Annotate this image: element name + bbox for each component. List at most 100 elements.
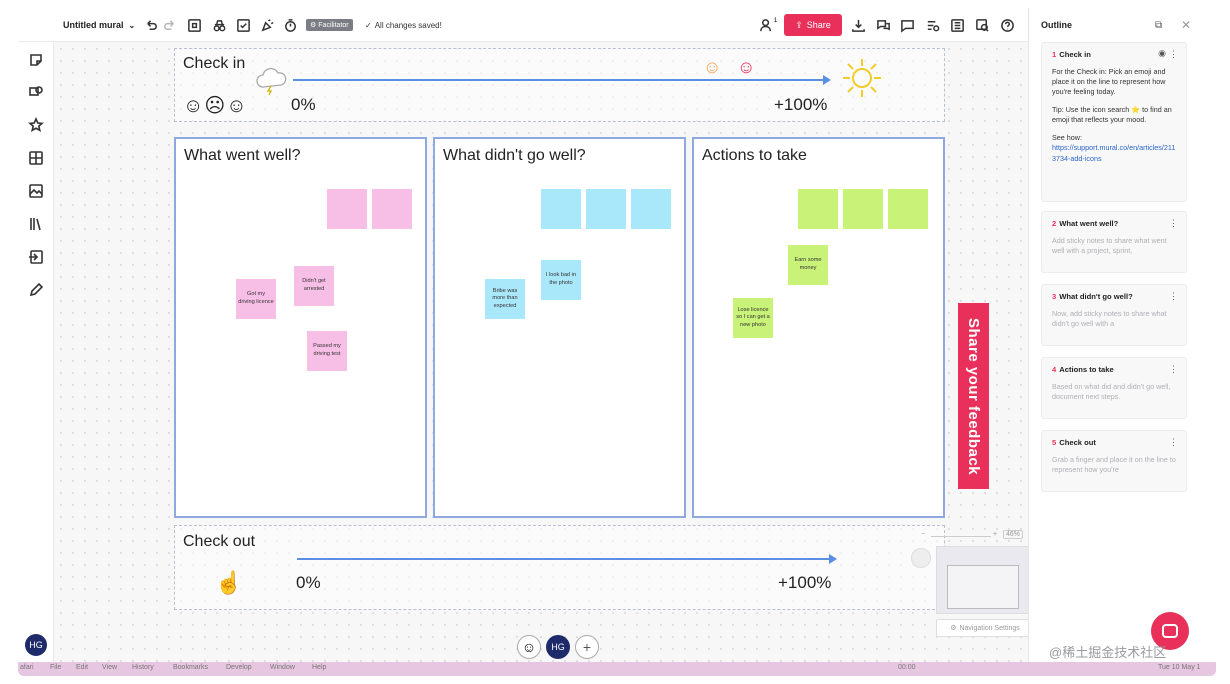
emoji-options-icon[interactable]: ☺☹☺ [183, 95, 248, 117]
os-menu-item[interactable]: View [102, 664, 118, 671]
activity-icon[interactable] [923, 16, 941, 34]
search-icon[interactable] [973, 16, 991, 34]
sticky-note-icon[interactable] [26, 50, 46, 70]
outline-item-tip: Tip: Use the icon search ⭐ to find an em… [1052, 105, 1172, 125]
more-options-icon[interactable]: ⋮ [1169, 49, 1178, 59]
os-menu-item[interactable]: Window [270, 664, 295, 671]
sticky-note[interactable]: Passed my driving test [307, 331, 347, 371]
empty-sticky-note[interactable] [843, 189, 883, 229]
download-icon[interactable] [849, 16, 867, 34]
more-options-icon[interactable]: ⋮ [1169, 291, 1178, 301]
os-menu-item[interactable]: File [50, 664, 62, 671]
checkout-start-pct: 0% [296, 573, 321, 592]
participant-avatar[interactable]: HG [546, 635, 570, 659]
storm-cloud-icon[interactable] [255, 67, 289, 96]
outline-item-body: Based on what did and didn't go well, do… [1052, 382, 1171, 402]
locate-icon[interactable] [911, 548, 931, 568]
voting-icon[interactable] [234, 16, 252, 34]
mural-title[interactable]: Untitled mural ⌄ [63, 16, 135, 34]
user-avatar[interactable]: HG [25, 634, 47, 656]
eye-icon[interactable]: ◉ [1158, 48, 1166, 58]
pointing-hand-icon[interactable]: ☝ [215, 570, 243, 595]
frame-icon[interactable] [185, 16, 203, 34]
outline-item-see-how: See how: [1052, 133, 1082, 143]
pen-icon[interactable] [26, 280, 46, 300]
watermark: @稀土掘金技术社区 [1049, 645, 1167, 660]
undo-icon[interactable] [142, 16, 160, 34]
collaborators-icon[interactable]: 1 [756, 16, 780, 34]
sun-icon[interactable] [841, 57, 883, 99]
smile-emoji-icon[interactable]: ☺ [703, 57, 722, 77]
empty-sticky-note[interactable] [631, 189, 671, 229]
zoom-out-icon[interactable]: − [921, 531, 926, 538]
gear-icon: ⚙ [950, 625, 957, 632]
star-icon[interactable] [26, 115, 46, 135]
more-options-icon[interactable]: ⋮ [1169, 218, 1178, 228]
zoom-level[interactable]: 46% [1003, 530, 1024, 539]
os-menu-item[interactable]: Edit [76, 664, 89, 671]
redo-icon[interactable] [160, 16, 178, 34]
help-icon[interactable] [998, 16, 1016, 34]
share-button[interactable]: ⇪ Share [784, 14, 842, 36]
reactions-icon[interactable]: ☺ [517, 635, 541, 659]
library-icon[interactable] [26, 214, 46, 234]
sticky-note[interactable]: Didn't get arrested [294, 266, 334, 306]
navigation-settings-button[interactable]: ⚙ Navigation Settings [936, 619, 1034, 637]
timer-icon[interactable] [281, 16, 299, 34]
grid-icon[interactable] [26, 148, 46, 168]
checkout-area[interactable]: Check out ☝ 0% +100% [174, 525, 945, 610]
os-menu-item[interactable]: Help [312, 664, 327, 671]
didnt-go-well-title: What didn't go well? [443, 147, 586, 164]
facilitator-badge[interactable]: ⚙ Facilitator [306, 19, 353, 31]
actions-area[interactable]: Actions to take Earn some money Lose lic… [692, 137, 945, 518]
empty-sticky-note[interactable] [541, 189, 581, 229]
sticky-note[interactable]: I look bad in the photo [541, 260, 581, 300]
feedback-tab[interactable]: Share your feedback [958, 303, 989, 489]
comments-icon[interactable] [874, 16, 892, 34]
empty-sticky-note[interactable] [798, 189, 838, 229]
sticky-note[interactable]: Lose licence so I can get a new photo [733, 298, 773, 338]
outline-item-title: Check out [1059, 438, 1096, 447]
private-mode-icon[interactable] [210, 16, 228, 34]
minimap-viewport[interactable] [947, 565, 1019, 609]
didnt-go-well-area[interactable]: What didn't go well? Bribe was more than… [433, 137, 686, 518]
import-icon[interactable] [26, 247, 46, 267]
empty-sticky-note[interactable] [888, 189, 928, 229]
more-options-icon[interactable]: ⋮ [1169, 437, 1178, 447]
outline-item-body: Add sticky notes to share what went well… [1052, 236, 1167, 256]
add-participant-icon[interactable]: + [575, 635, 599, 659]
checkin-area[interactable]: Check in ☺ ☺ ☺☹☺ 0% +100% [174, 48, 945, 122]
sticky-note[interactable]: Got my driving licence [236, 279, 276, 319]
os-app-name: afari [20, 664, 34, 671]
zoom-controls[interactable]: − + 46% [907, 530, 1024, 543]
chat-support-button[interactable] [1151, 612, 1189, 650]
sticky-note[interactable]: Bribe was more than expected [485, 279, 525, 319]
zoom-in-icon[interactable]: + [993, 531, 998, 538]
popout-icon[interactable]: ⧉ [1155, 20, 1163, 31]
close-icon[interactable]: ✕ [1181, 18, 1192, 32]
os-menu-item[interactable]: Develop [226, 664, 252, 671]
minimap[interactable] [936, 546, 1034, 614]
more-options-icon[interactable]: ⋮ [1169, 364, 1178, 374]
empty-sticky-note[interactable] [586, 189, 626, 229]
mural-canvas[interactable]: Check in ☺ ☺ ☺☹☺ 0% +100% What went well… [55, 43, 1034, 662]
image-icon[interactable] [26, 181, 46, 201]
os-menu-item[interactable]: Bookmarks [173, 664, 209, 671]
os-menu-item[interactable]: History [132, 664, 154, 671]
empty-sticky-note[interactable] [372, 189, 412, 229]
empty-sticky-note[interactable] [327, 189, 367, 229]
grin-emoji-icon[interactable]: ☺ [737, 57, 756, 77]
sticky-note[interactable]: Earn some money [788, 245, 828, 285]
outline-item-link[interactable]: https://support.mural.co/en/articles/211… [1052, 143, 1176, 163]
went-well-area[interactable]: What went well? Got my driving licence D… [174, 137, 427, 518]
chat-icon[interactable] [898, 16, 916, 34]
outline-icon[interactable] [948, 16, 966, 34]
zoom-slider[interactable] [931, 536, 991, 537]
celebrate-icon[interactable] [258, 16, 276, 34]
shapes-icon[interactable] [26, 82, 46, 102]
